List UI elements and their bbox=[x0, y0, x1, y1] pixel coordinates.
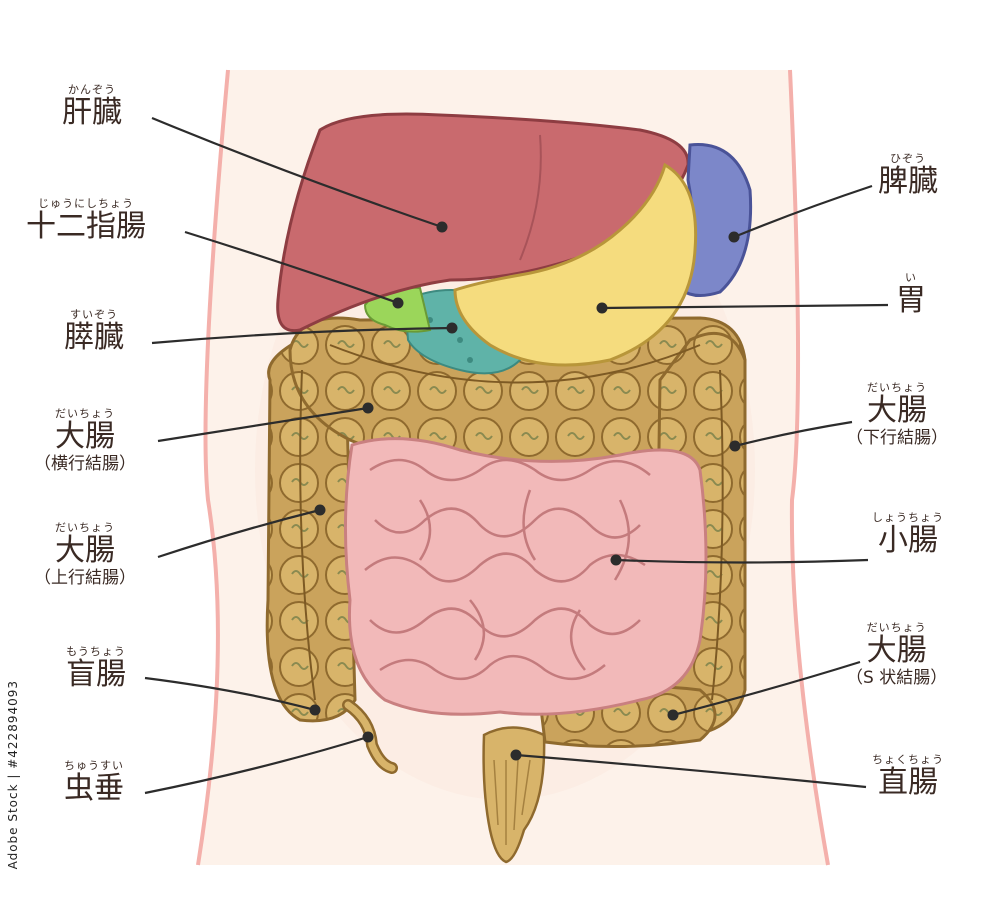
label-liver-ruby: かんぞう bbox=[68, 83, 116, 96]
label-cecum: もうちょう 盲腸 bbox=[66, 646, 126, 690]
anchor-small-intestine bbox=[610, 554, 622, 566]
label-rectum-ruby: ちょくちょう bbox=[872, 753, 944, 766]
label-stomach-ruby: い bbox=[905, 271, 917, 284]
anchor-appendix bbox=[362, 731, 374, 743]
label-small-intestine-name: 小腸 bbox=[878, 523, 938, 558]
label-pancreas-name: 膵臓 bbox=[64, 320, 124, 355]
stomach-shape bbox=[453, 162, 698, 367]
anchor-rectum bbox=[510, 749, 522, 761]
label-cecum-name: 盲腸 bbox=[66, 657, 126, 692]
leader-duodenum bbox=[184, 230, 399, 305]
leader-appendix bbox=[144, 735, 369, 795]
anchor-spleen bbox=[728, 231, 740, 243]
label-ascending-colon-name: 大腸 bbox=[55, 533, 115, 568]
stock-watermark: Adobe Stock | #422894093 bbox=[6, 680, 20, 870]
label-ascending-colon-ruby: だいちょう bbox=[55, 521, 115, 534]
label-descending-colon-name: 大腸 bbox=[867, 393, 927, 428]
label-small-intestine: しょうちょう 小腸 bbox=[872, 512, 944, 556]
leader-cecum bbox=[144, 676, 316, 712]
anchor-stomach bbox=[596, 302, 608, 314]
leader-pancreas bbox=[151, 326, 453, 345]
leader-lines bbox=[144, 116, 889, 795]
label-appendix: ちゅうすい 虫垂 bbox=[64, 760, 124, 804]
leader-small-intestine bbox=[615, 558, 869, 564]
anchor-descending-colon bbox=[729, 440, 741, 452]
leader-transverse-colon bbox=[157, 406, 369, 443]
anchor-dots bbox=[309, 221, 741, 761]
label-duodenum-ruby: じゅうにしちょう bbox=[38, 197, 134, 210]
label-pancreas: すいぞう 膵臓 bbox=[64, 309, 124, 353]
label-sigmoid-colon-ruby: だいちょう bbox=[866, 621, 927, 634]
leader-ascending-colon bbox=[157, 508, 321, 559]
label-appendix-ruby: ちゅうすい bbox=[64, 759, 124, 772]
label-stomach-name: 胃 bbox=[896, 283, 926, 318]
label-cecum-ruby: もうちょう bbox=[66, 645, 126, 658]
label-descending-colon-ruby: だいちょう bbox=[867, 381, 927, 394]
label-descending-colon: だいちょう 大腸 （下行結腸） bbox=[846, 382, 948, 447]
label-spleen-name: 脾臓 bbox=[878, 164, 938, 199]
label-sigmoid-colon-name: 大腸 bbox=[866, 633, 927, 668]
label-rectum: ちょくちょう 直腸 bbox=[872, 754, 944, 798]
leader-descending-colon bbox=[734, 420, 853, 448]
leader-stomach bbox=[601, 303, 889, 310]
label-transverse-colon-name: 大腸 bbox=[55, 419, 115, 454]
rectum-shape bbox=[482, 726, 546, 864]
label-spleen: ひぞう 脾臓 bbox=[878, 153, 938, 197]
label-ascending-colon-sub: （上行結腸） bbox=[34, 568, 136, 588]
anchor-cecum bbox=[309, 704, 321, 716]
label-liver-name: 肝臓 bbox=[62, 95, 122, 130]
label-transverse-colon: だいちょう 大腸 （横行結腸） bbox=[34, 408, 136, 473]
label-ascending-colon: だいちょう 大腸 （上行結腸） bbox=[34, 522, 136, 587]
label-duodenum-name: 十二指腸 bbox=[26, 209, 146, 244]
label-stomach: い 胃 bbox=[896, 272, 926, 316]
label-transverse-colon-sub: （横行結腸） bbox=[34, 454, 136, 474]
leader-spleen bbox=[733, 184, 873, 239]
anchor-liver bbox=[436, 221, 448, 233]
label-transverse-colon-ruby: だいちょう bbox=[55, 407, 115, 420]
label-liver: かんぞう 肝臓 bbox=[62, 84, 122, 128]
label-small-intestine-ruby: しょうちょう bbox=[872, 511, 944, 524]
anchor-duodenum bbox=[392, 297, 404, 309]
leader-sigmoid-colon bbox=[672, 660, 861, 717]
label-appendix-name: 虫垂 bbox=[64, 771, 124, 806]
leader-rectum bbox=[515, 753, 867, 789]
label-sigmoid-colon: だいちょう 大腸 （S 状結腸） bbox=[846, 622, 947, 687]
label-descending-colon-sub: （下行結腸） bbox=[846, 428, 948, 448]
small-intestine-shape bbox=[343, 437, 708, 716]
leader-liver bbox=[151, 116, 443, 229]
anchor-pancreas bbox=[446, 322, 458, 334]
anchor-transverse-colon bbox=[362, 402, 374, 414]
label-spleen-ruby: ひぞう bbox=[890, 152, 926, 165]
label-sigmoid-colon-sub: （S 状結腸） bbox=[846, 668, 948, 688]
anchor-sigmoid-colon bbox=[667, 709, 679, 721]
label-duodenum: じゅうにしちょう 十二指腸 bbox=[26, 198, 146, 242]
label-rectum-name: 直腸 bbox=[878, 765, 938, 800]
anchor-ascending-colon bbox=[314, 504, 326, 516]
label-pancreas-ruby: すいぞう bbox=[70, 308, 118, 321]
